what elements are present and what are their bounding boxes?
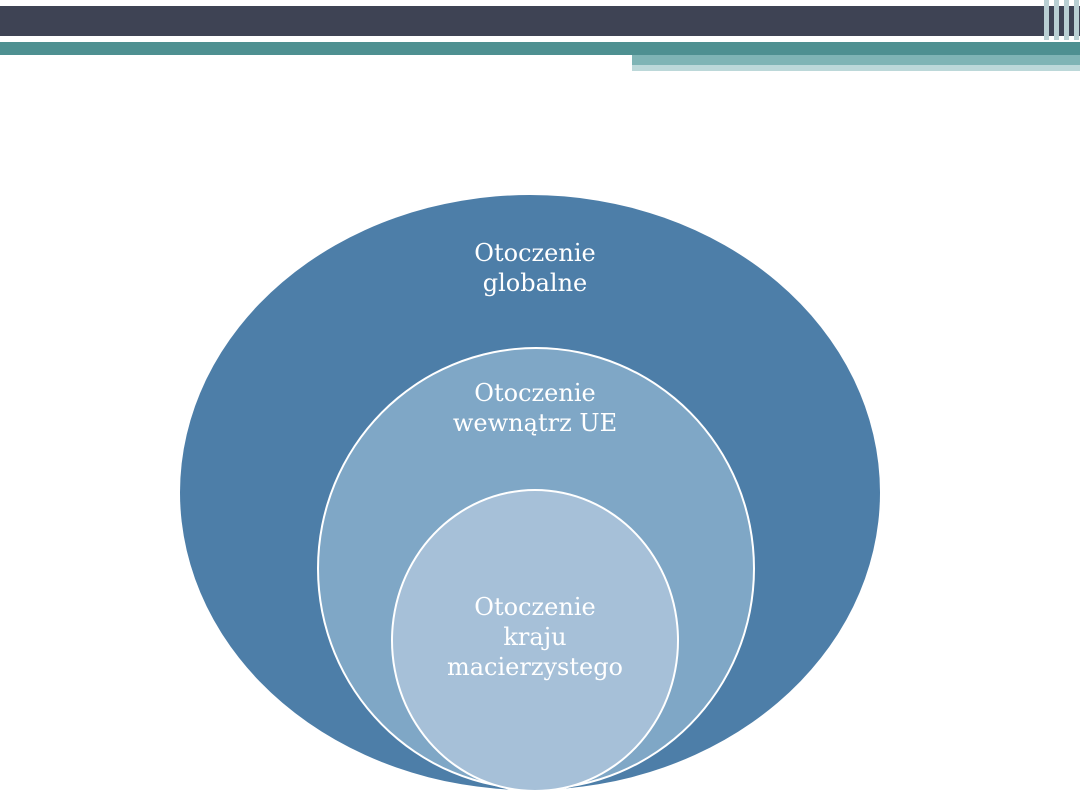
ring-label-home-country: Otoczenie kraju macierzystego	[385, 592, 685, 682]
ring-label-eu: Otoczenie wewnątrz UE	[385, 378, 685, 438]
ring-label-eu-line1: Otoczenie	[474, 379, 596, 407]
ring-label-home-country-line3: macierzystego	[446, 653, 624, 681]
ring-label-global-line2: globalne	[482, 269, 588, 297]
ring-label-global-line1: Otoczenie	[474, 239, 596, 267]
header-dark-bar	[0, 6, 1080, 36]
ring-label-home-country-line1: Otoczenie	[474, 593, 596, 621]
ring-label-global: Otoczenie globalne	[385, 238, 685, 298]
header-accent-bar-light	[632, 65, 1080, 71]
ring-label-home-country-line2: kraju	[503, 623, 567, 651]
ring-home-country-environment	[391, 489, 679, 792]
ring-label-eu-line2: wewnątrz UE	[452, 409, 618, 437]
header-teal-bar	[0, 42, 1080, 55]
corner-stripes-decoration	[1044, 0, 1080, 40]
header-accent-bar-mid	[632, 55, 1080, 65]
